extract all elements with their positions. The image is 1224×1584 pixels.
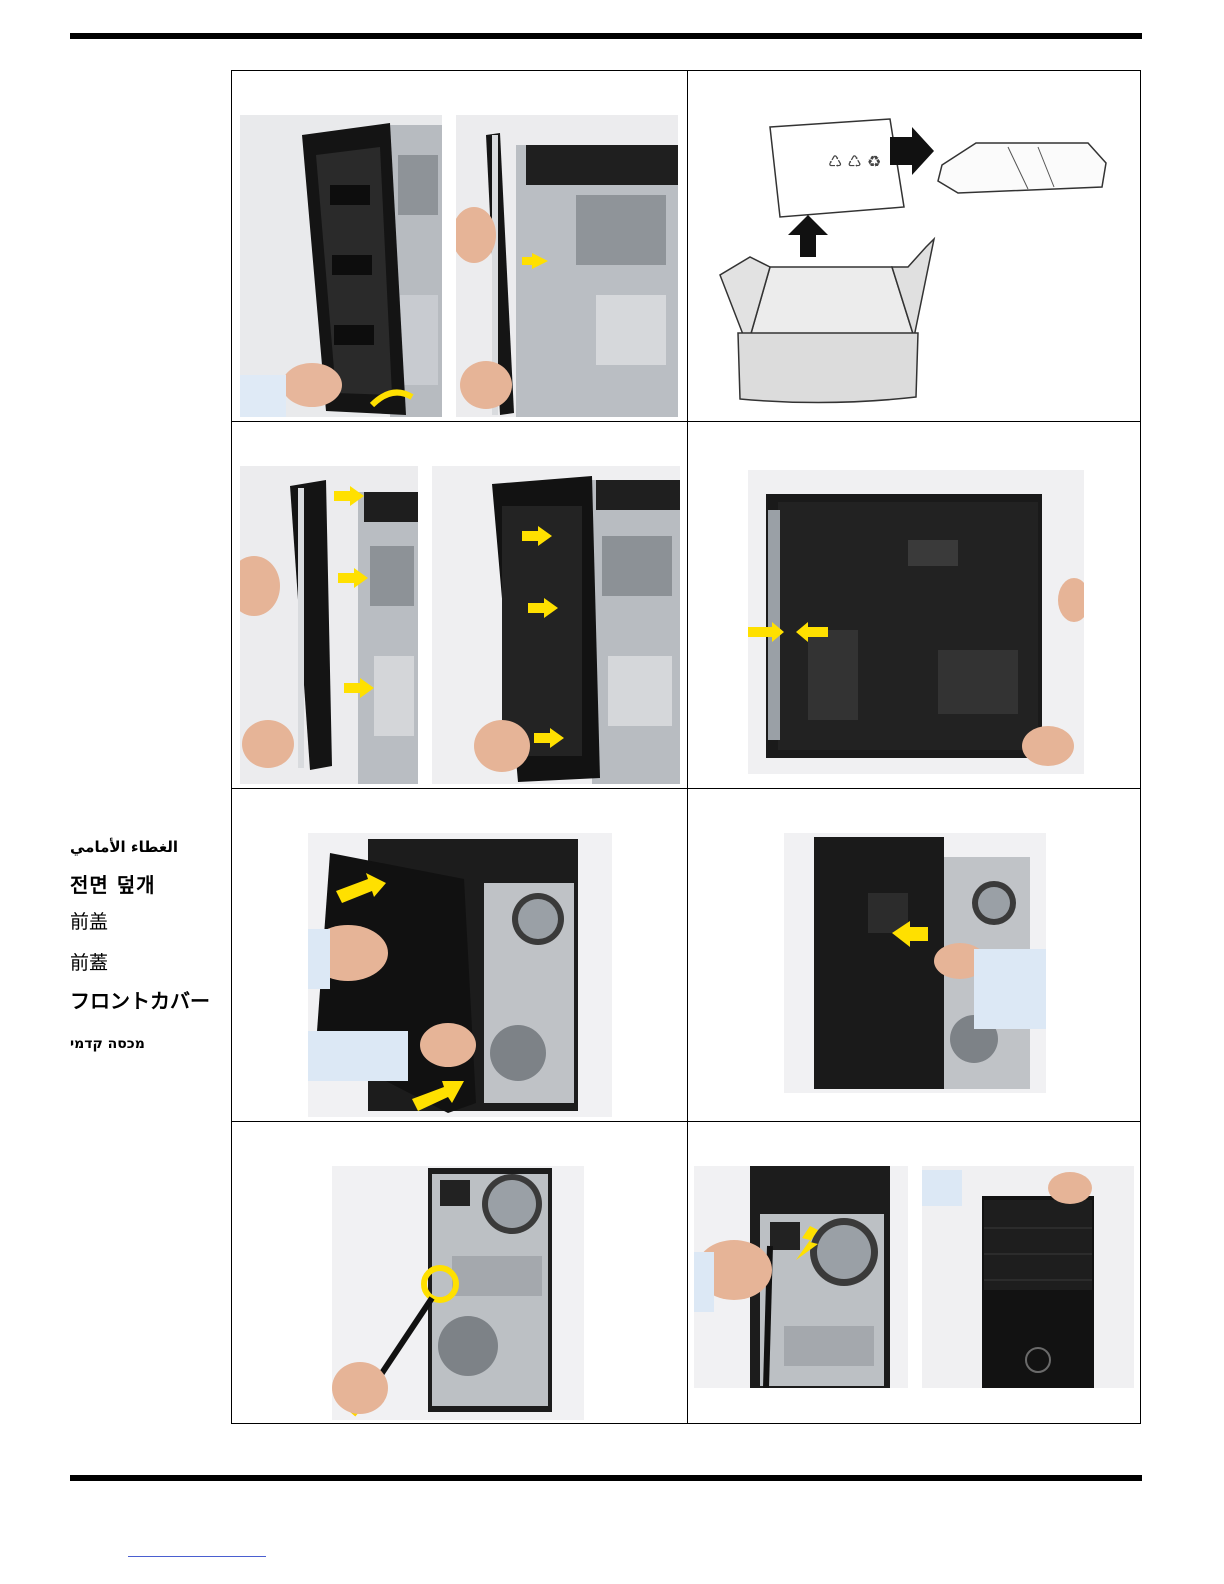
side-panel-attach-photo [308,833,612,1117]
step-4-cell [688,422,1142,788]
screw-tighten-photo [332,1166,584,1420]
front-cover-snap-photo [432,466,680,784]
side-panel-closed-photo [784,833,1046,1093]
step-2-cell: ♺ ♺ ♻ [688,71,1142,421]
step-8-cell [688,1122,1142,1425]
step-1-cell [232,71,687,421]
front-cover-align-side-photo [240,466,418,784]
side-panel-slide-photo [748,470,1084,774]
label-arabic: الغطاء الأمامي [70,840,220,855]
unpack-cover-illustration: ♺ ♺ ♻ [708,107,1126,411]
label-korean: 전면 덮개 [70,875,220,895]
step-6-cell [688,789,1142,1121]
step-5-cell [232,789,687,1121]
instruction-table: ♺ ♺ ♻ [231,70,1141,1424]
svg-text:♺ ♺ ♻: ♺ ♺ ♻ [828,152,881,171]
power-cord-photo [694,1166,908,1388]
step-3-cell [232,422,687,788]
front-cover-release-photo [456,115,678,417]
front-cover-tilt-photo [240,115,442,417]
step-7-cell [232,1122,687,1425]
footer-link-underline[interactable] [128,1556,266,1557]
power-button-photo [922,1166,1134,1388]
label-japanese: フロントカバー [70,991,220,1011]
label-chinese-simplified: 前盖 [70,913,220,932]
section-labels: الغطاء الأمامي 전면 덮개 前盖 前蓋 フロントカバー מכסה … [70,840,220,1051]
bottom-rule [70,1475,1142,1481]
top-rule [70,33,1142,39]
label-chinese-traditional: 前蓋 [70,954,220,973]
label-hebrew: מכסה קדמי [70,1037,220,1051]
